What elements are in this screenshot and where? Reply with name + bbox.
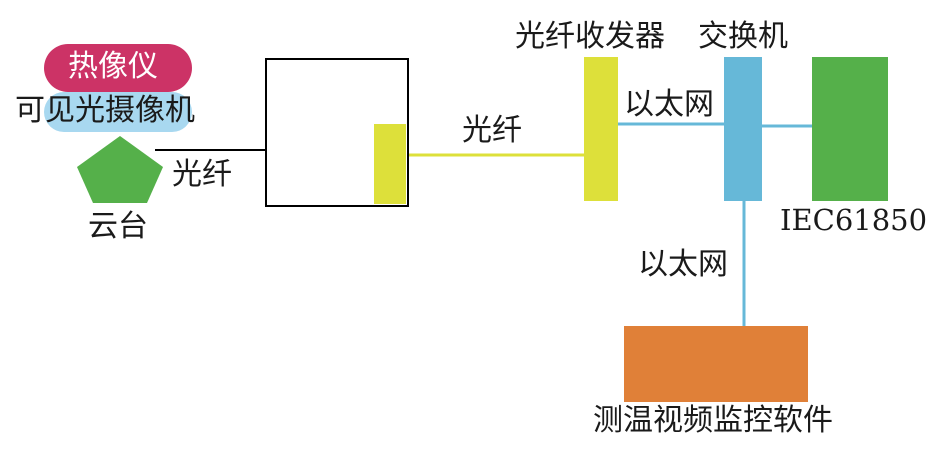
pan-tilt-icon xyxy=(77,136,163,203)
monitoring-software-label: 测温视频监控软件 xyxy=(593,403,833,438)
switch-label: 交换机 xyxy=(698,19,788,54)
fiber-transceiver xyxy=(584,57,618,201)
enclosure-fiber-port xyxy=(374,124,406,204)
switch xyxy=(724,57,762,201)
ethernet-label-bottom: 以太网 xyxy=(638,247,728,282)
monitoring-software-box xyxy=(624,326,808,402)
ethernet-label-top: 以太网 xyxy=(624,87,714,122)
fiber-label-middle: 光纤 xyxy=(462,113,522,148)
pan-tilt-label: 云台 xyxy=(88,209,148,244)
thermal-camera-pill xyxy=(44,44,192,92)
thermal-camera-label: 热像仪 xyxy=(68,49,158,84)
visible-camera-pill xyxy=(44,92,192,132)
iec61850-label: IEC61850 xyxy=(780,203,928,237)
fiber-transceiver-label: 光纤收发器 xyxy=(515,19,665,54)
fiber-label-left: 光纤 xyxy=(172,157,232,192)
iec61850-device xyxy=(812,57,888,201)
visible-camera-label: 可见光摄像机 xyxy=(15,93,195,128)
